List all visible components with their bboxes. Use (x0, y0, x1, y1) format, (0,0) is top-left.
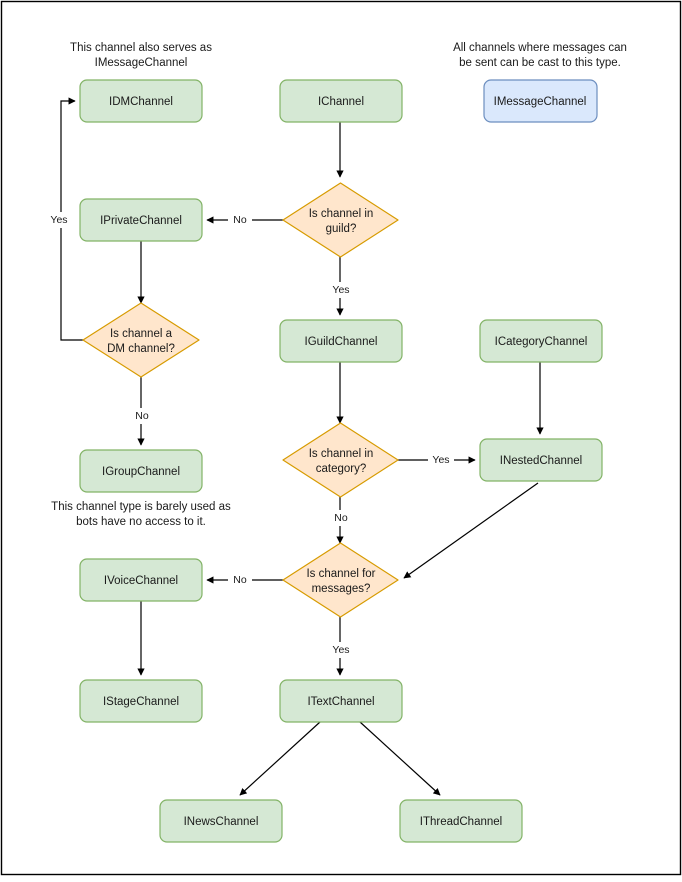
node-idmchannel-label: IDMChannel (109, 96, 173, 108)
node-is-in-category[interactable]: Is channel in category? (282, 422, 399, 498)
node-itextchannel[interactable]: ITextChannel (279, 679, 403, 723)
node-iguildchannel[interactable]: IGuildChannel (279, 319, 403, 363)
node-ithreadchannel[interactable]: IThreadChannel (399, 799, 523, 843)
node-imessagechannel-label: IMessageChannel (494, 96, 587, 108)
edges-layer: IPrivateChannel --> No IGuildChannel -->… (45, 97, 544, 796)
node-imessagechannel[interactable]: IMessageChannel (483, 79, 598, 123)
edge-label-isdm-no: No (135, 410, 149, 422)
node-is-in-guild-shape[interactable] (282, 182, 399, 258)
node-is-for-messages-shape[interactable] (282, 542, 399, 618)
node-igroupchannel-shape[interactable] (79, 449, 203, 493)
edge-label-category-no: No (334, 512, 348, 524)
node-iguildchannel-shape[interactable] (279, 319, 403, 363)
edge-is-dm-yes-to-idmchannel: Yes (45, 97, 83, 341)
node-itextchannel-label: ITextChannel (307, 696, 374, 708)
node-is-in-guild[interactable]: Is channel in guild? (282, 182, 399, 258)
node-is-for-messages-line1: Is channel for (306, 568, 375, 580)
node-is-in-category-line2: category? (316, 463, 367, 475)
edge-is-for-messages-yes-to-itextchannel: Yes (328, 617, 354, 676)
node-is-in-category-line1: Is channel in (309, 448, 374, 460)
node-is-dm-shape[interactable] (82, 302, 200, 378)
note-group-channel: This channel type is barely used as bots… (51, 501, 231, 528)
node-iprivatechannel-label: IPrivateChannel (100, 215, 182, 227)
node-ichannel-label: IChannel (318, 96, 364, 108)
node-icategorychannel-label: ICategoryChannel (495, 336, 588, 348)
node-inewschannel-label: INewsChannel (184, 816, 259, 828)
note-dm-channel: This channel also serves as IMessageChan… (70, 42, 212, 69)
edge-is-in-category-no-to-is-for-messages: No (329, 497, 353, 544)
node-istagechannel[interactable]: IStageChannel (79, 679, 203, 723)
edge-is-dm-no-to-igroupchannel: No (130, 377, 154, 446)
edge-label-guild-yes: Yes (332, 284, 349, 296)
node-igroupchannel[interactable]: IGroupChannel (79, 449, 203, 493)
nodes-layer: IDMChannel IChannel IMessageChannel IPri… (79, 79, 603, 843)
node-is-for-messages-line2: messages? (312, 583, 371, 595)
node-igroupchannel-label: IGroupChannel (102, 466, 180, 478)
note-dm-line2: IMessageChannel (95, 57, 188, 69)
edge-label-guild-no: No (233, 214, 247, 226)
node-ichannel-shape[interactable] (279, 79, 403, 123)
node-istagechannel-shape[interactable] (79, 679, 203, 723)
edge-is-for-messages-no-to-ivoicechannel: No (206, 572, 283, 588)
node-ivoicechannel-label: IVoiceChannel (104, 575, 178, 587)
note-group-line2: bots have no access to it. (76, 516, 206, 528)
node-idmchannel[interactable]: IDMChannel (79, 79, 203, 123)
node-ichannel[interactable]: IChannel (279, 79, 403, 123)
note-group-line1: This channel type is barely used as (51, 501, 231, 513)
edge-is-in-category-yes-to-inestedchannel: Yes (398, 452, 476, 468)
edge-label-isdm-yes: Yes (50, 214, 67, 226)
node-iguildchannel-label: IGuildChannel (305, 336, 378, 348)
node-ithreadchannel-shape[interactable] (399, 799, 523, 843)
node-is-for-messages[interactable]: Is channel for messages? (282, 542, 399, 618)
node-iprivatechannel-shape[interactable] (79, 198, 203, 242)
note-message-line1: All channels where messages can (453, 42, 627, 54)
node-istagechannel-label: IStageChannel (103, 696, 179, 708)
node-is-dm[interactable]: Is channel a DM channel? (82, 302, 200, 378)
node-is-dm-line1: Is channel a (110, 328, 173, 340)
node-iprivatechannel[interactable]: IPrivateChannel (79, 198, 203, 242)
edge-is-in-guild-yes-to-iguildchannel: Yes (328, 256, 354, 316)
notes-layer: This channel also serves as IMessageChan… (51, 42, 627, 528)
node-inestedchannel[interactable]: INestedChannel (479, 438, 603, 482)
edge-label-category-yes: Yes (432, 454, 449, 466)
node-idmchannel-shape[interactable] (79, 79, 203, 123)
node-itextchannel-shape[interactable] (279, 679, 403, 723)
edge-itextchannel-to-inewschannel (239, 721, 321, 796)
node-is-in-guild-line2: guild? (326, 223, 357, 235)
edge-inestedchannel-to-is-for-messages (403, 482, 539, 579)
note-message-line2: be sent can be cast to this type. (459, 57, 621, 69)
node-inewschannel-shape[interactable] (159, 799, 283, 843)
node-icategorychannel[interactable]: ICategoryChannel (479, 319, 603, 363)
edge-label-messages-yes: Yes (332, 644, 349, 656)
edge-is-in-guild-no-to-iprivatechannel: No (206, 212, 283, 228)
node-is-in-guild-line1: Is channel in (309, 208, 374, 220)
node-icategorychannel-shape[interactable] (479, 319, 603, 363)
note-dm-line1: This channel also serves as (70, 42, 212, 54)
node-inestedchannel-shape[interactable] (479, 438, 603, 482)
node-ithreadchannel-label: IThreadChannel (420, 816, 502, 828)
node-inestedchannel-label: INestedChannel (500, 455, 582, 467)
note-message-channel: All channels where messages can be sent … (453, 42, 627, 69)
node-inewschannel[interactable]: INewsChannel (159, 799, 283, 843)
edge-label-messages-no: No (233, 574, 247, 586)
node-ivoicechannel[interactable]: IVoiceChannel (79, 558, 203, 602)
edge-itextchannel-to-ithreadchannel (359, 721, 441, 796)
node-ivoicechannel-shape[interactable] (79, 558, 203, 602)
node-imessagechannel-shape[interactable] (483, 79, 598, 123)
node-is-in-category-shape[interactable] (282, 422, 399, 498)
node-is-dm-line2: DM channel? (107, 343, 175, 355)
